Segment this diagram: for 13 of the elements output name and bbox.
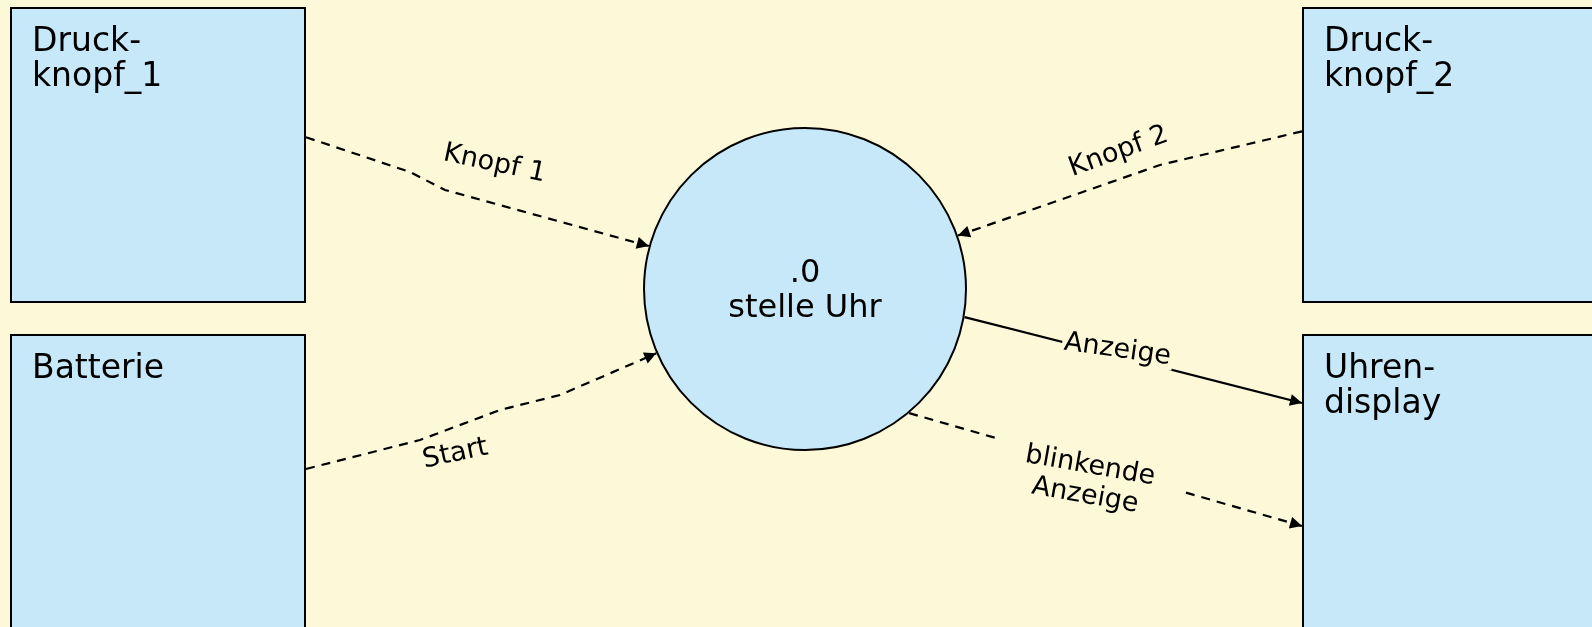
entity-box	[1302, 7, 1592, 303]
node-label: stelle Uhr	[728, 289, 882, 325]
arrow	[305, 136, 650, 249]
entity-box	[1302, 334, 1592, 627]
arrow	[957, 130, 1303, 238]
node-label: Uhren- display	[1324, 350, 1443, 420]
arrow	[305, 352, 657, 471]
node-label: Druck- knopf_2	[1324, 23, 1456, 93]
entity-box	[10, 334, 306, 627]
entity-box	[10, 7, 306, 303]
node-label: Batterie	[32, 350, 166, 385]
node-label: Druck- knopf_1	[32, 23, 164, 93]
node-label: .0	[789, 253, 821, 289]
